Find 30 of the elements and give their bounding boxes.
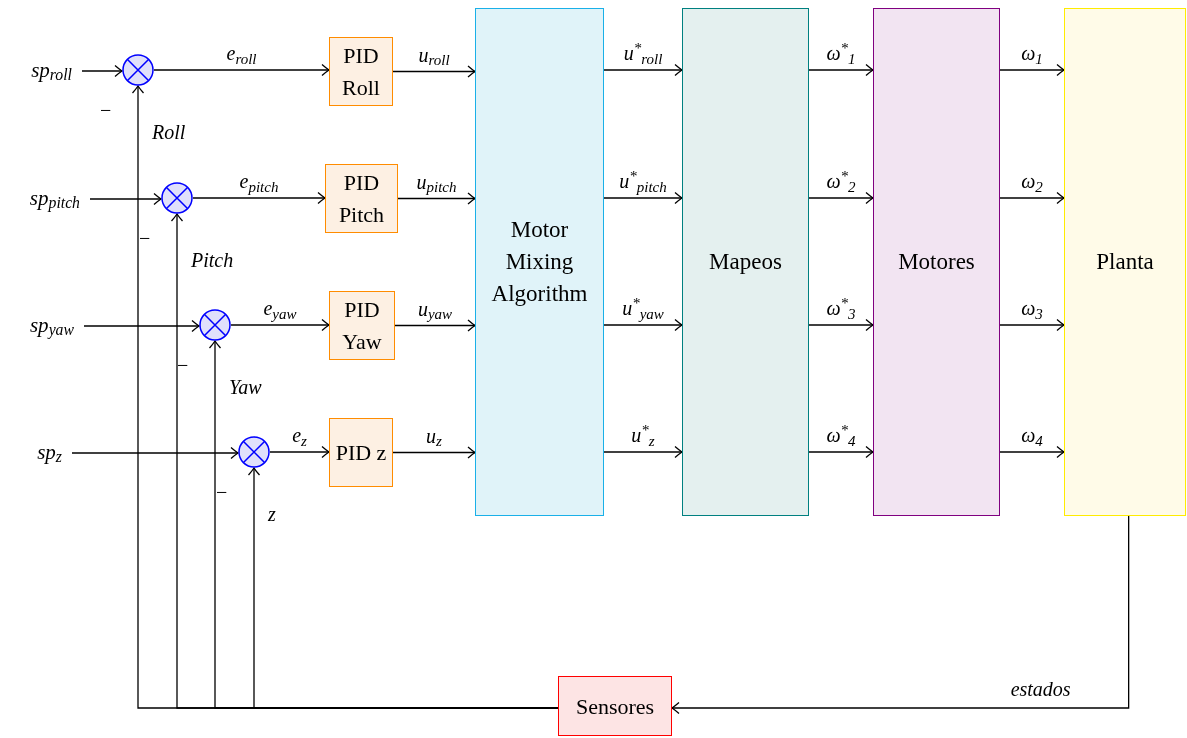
mixing-block (475, 8, 604, 516)
block-label: Planta (1096, 247, 1154, 276)
summing-junction (161, 182, 193, 214)
block-label: PID Yaw (341, 295, 383, 356)
plant-block (1064, 8, 1186, 516)
minus-sign: − (100, 100, 112, 120)
setpoint-label: sp$_{roll}$ (4, 56, 82, 86)
minus-sign: − (177, 355, 189, 375)
summing-junction (122, 54, 154, 86)
pid-block (329, 37, 393, 106)
minus-sign: − (139, 228, 151, 248)
summing-junction (199, 309, 231, 341)
sensor-block (558, 676, 672, 736)
mapping-block (682, 8, 809, 516)
pid-block (329, 291, 395, 360)
block-label: PID Roll (341, 41, 381, 102)
motor-block (873, 8, 1000, 516)
setpoint-label: sp$_{yaw}$ (4, 311, 84, 341)
setpoint-label: sp$_{pitch}$ (2, 184, 90, 214)
setpoint-label: sp$_{z}$ (10, 438, 72, 468)
block-label: Mapeos (709, 247, 782, 276)
block-label: PID Pitch (337, 168, 386, 229)
block-label: PID z (335, 438, 387, 467)
block-label: Motores (898, 247, 975, 276)
summing-junction (238, 436, 270, 468)
minus-sign: − (216, 482, 228, 502)
block-label: Motor Mixing Algorithm (490, 216, 589, 308)
pid-block (325, 164, 398, 233)
block-label: Sensores (575, 692, 655, 721)
pid-block (329, 418, 393, 487)
